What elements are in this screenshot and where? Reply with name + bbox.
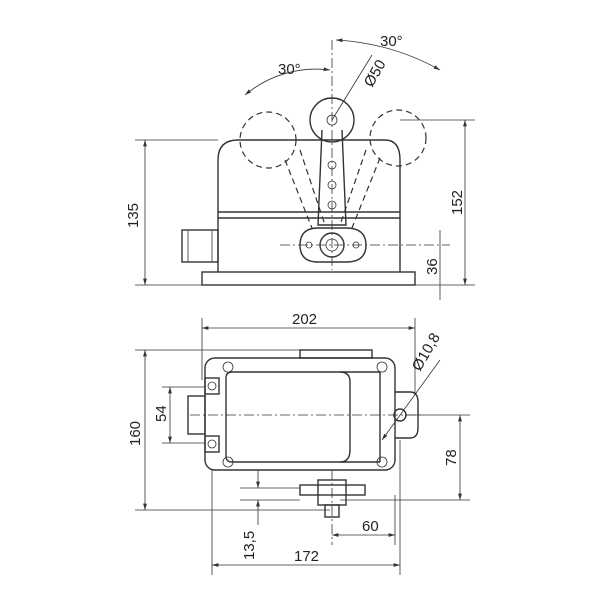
height-152-label: 152 xyxy=(449,190,466,215)
offset-78-label: 78 xyxy=(443,449,460,466)
angle-left-label: 30° xyxy=(278,61,301,78)
housing-outline xyxy=(217,139,401,272)
height-36-label: 36 xyxy=(424,258,441,275)
width-202-label: 202 xyxy=(292,311,317,328)
distance-60-label: 60 xyxy=(362,518,379,535)
side-view: 30° 30° Ø50 135 152 36 xyxy=(125,33,475,300)
roller-diameter-label: Ø50 xyxy=(361,57,390,90)
cable-gland xyxy=(181,229,219,263)
width-172-label: 172 xyxy=(294,548,319,565)
width-54-label: 54 xyxy=(153,405,170,422)
shaft-hub xyxy=(299,484,366,496)
angle-right-label: 30° xyxy=(380,33,403,50)
cover-plate xyxy=(225,371,351,463)
base-plate xyxy=(201,271,416,286)
height-135-label: 135 xyxy=(125,203,142,228)
offset-13-5-label: 13,5 xyxy=(241,531,258,560)
depth-160-label: 160 xyxy=(127,421,144,446)
roller-left-position xyxy=(239,111,297,169)
hole-diameter-label: Ø10,8 xyxy=(409,330,444,374)
cover-top-tab xyxy=(299,349,373,359)
plan-view: 202 Ø10,8 54 160 78 13,5 60 172 xyxy=(127,311,470,575)
housing-plan xyxy=(204,357,396,471)
roller-right-position xyxy=(369,109,427,167)
